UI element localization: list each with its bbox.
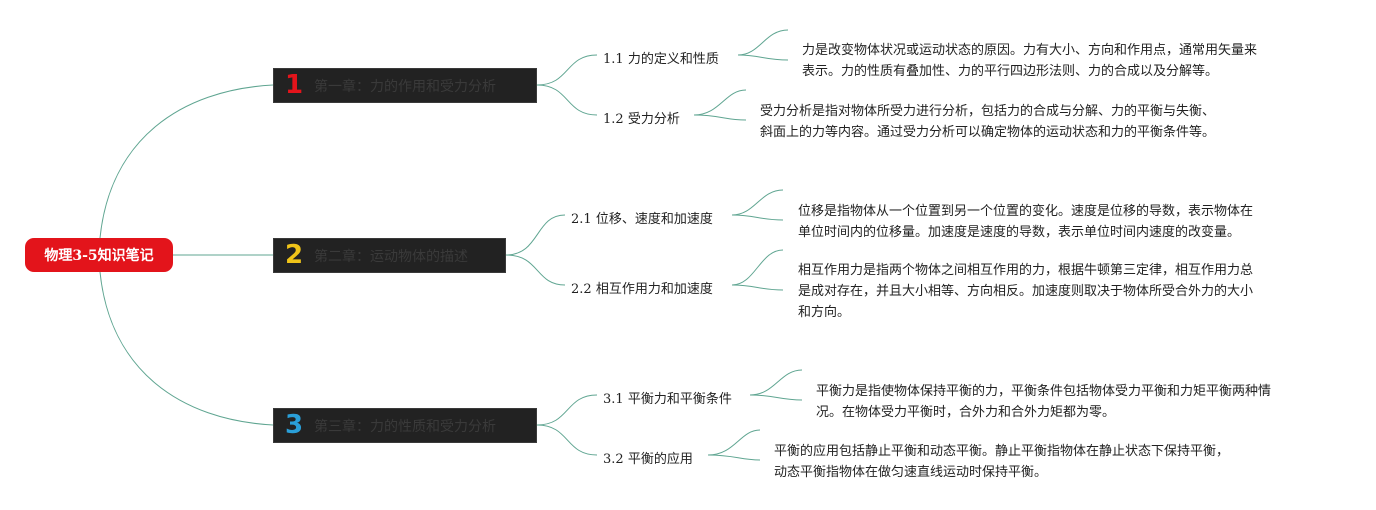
subtopic-label: 位移、速度和加速度	[595, 212, 713, 227]
description-line: 力是改变物体状况或运动状态的原因。力有大小、方向和作用点，通常用矢量来	[802, 43, 1258, 58]
chapter-1-node[interactable]: 1 第一章：力的作用和受力分析	[273, 68, 537, 103]
subtopic-index: 3.2	[603, 452, 624, 467]
chapter-2-node[interactable]: 2 第二章：运动物体的描述	[273, 238, 506, 273]
chapter-3-title: 第三章：力的性质和受力分析	[314, 418, 496, 435]
subtopic-2-1[interactable]: 2.1 位移、速度和加速度	[571, 208, 713, 227]
subtopic-3-2[interactable]: 3.2 平衡的应用	[603, 448, 693, 467]
subtopic-label: 受力分析	[627, 112, 680, 127]
subtopic-label: 力的定义和性质	[627, 52, 719, 67]
description-line: 斜面上的力等内容。通过受力分析可以确定物体的运动状态和力的平衡条件等。	[760, 125, 1216, 140]
chapter-number-3: 3	[284, 410, 304, 440]
chapter-3-node[interactable]: 3 第三章：力的性质和受力分析	[273, 408, 537, 443]
description-line: 和方向。	[798, 305, 851, 320]
subtopic-3-1[interactable]: 3.1 平衡力和平衡条件	[603, 388, 732, 407]
description-line: 动态平衡指物体在做匀速直线运动时保持平衡。	[774, 465, 1048, 480]
subtopic-index: 2.2	[571, 282, 592, 297]
root-label: 物理3-5知识笔记	[44, 248, 154, 264]
description-3-2: 平衡的应用包括静止平衡和动态平衡。静止平衡指物体在静止状态下保持平衡， 动态平衡…	[774, 441, 1229, 483]
subtopic-1-2[interactable]: 1.2 受力分析	[603, 108, 680, 127]
description-2-1: 位移是指物体从一个位置到另一个位置的变化。速度是位移的导数，表示物体在 单位时间…	[798, 201, 1253, 243]
subtopic-1-1[interactable]: 1.1 力的定义和性质	[603, 48, 719, 67]
description-line: 平衡的应用包括静止平衡和动态平衡。静止平衡指物体在静止状态下保持平衡，	[774, 444, 1230, 459]
chapter-number-2: 2	[284, 240, 304, 270]
subtopic-index: 1.1	[603, 52, 624, 67]
description-line: 相互作用力是指两个物体之间相互作用的力，根据牛顿第三定律，相互作用力总	[798, 263, 1254, 278]
description-line: 单位时间内的位移量。加速度是速度的导数，表示单位时间内速度的改变量。	[798, 225, 1241, 240]
chapter-number-1: 1	[284, 70, 304, 100]
subtopic-label: 平衡力和平衡条件	[627, 392, 732, 407]
subtopic-index: 2.1	[571, 212, 592, 227]
subtopic-2-2[interactable]: 2.2 相互作用力和加速度	[571, 278, 713, 297]
description-line: 是成对存在，并且大小相等、方向相反。加速度则取决于物体所受合外力的大小	[798, 284, 1254, 299]
subtopic-label: 相互作用力和加速度	[595, 282, 713, 297]
description-line: 位移是指物体从一个位置到另一个位置的变化。速度是位移的导数，表示物体在	[798, 204, 1254, 219]
subtopic-index: 3.1	[603, 392, 624, 407]
description-2-2: 相互作用力是指两个物体之间相互作用的力，根据牛顿第三定律，相互作用力总 是成对存…	[798, 260, 1253, 323]
chapter-2-title: 第二章：运动物体的描述	[314, 248, 468, 265]
description-line: 平衡力是指使物体保持平衡的力，平衡条件包括物体受力平衡和力矩平衡两种情	[816, 384, 1272, 399]
chapter-1-title: 第一章：力的作用和受力分析	[314, 78, 496, 95]
subtopic-label: 平衡的应用	[627, 452, 693, 467]
description-line: 受力分析是指对物体所受力进行分析，包括力的合成与分解、力的平衡与失衡、	[760, 104, 1216, 119]
root-node[interactable]: 物理3-5知识笔记	[25, 238, 173, 272]
description-3-1: 平衡力是指使物体保持平衡的力，平衡条件包括物体受力平衡和力矩平衡两种情 况。在物…	[816, 381, 1271, 423]
description-line: 表示。力的性质有叠加性、力的平行四边形法则、力的合成以及分解等。	[802, 64, 1219, 79]
description-line: 况。在物体受力平衡时，合外力和合外力矩都为零。	[816, 405, 1116, 420]
subtopic-index: 1.2	[603, 112, 624, 127]
description-1-2: 受力分析是指对物体所受力进行分析，包括力的合成与分解、力的平衡与失衡、 斜面上的…	[760, 101, 1215, 143]
description-1-1: 力是改变物体状况或运动状态的原因。力有大小、方向和作用点，通常用矢量来 表示。力…	[802, 40, 1257, 82]
